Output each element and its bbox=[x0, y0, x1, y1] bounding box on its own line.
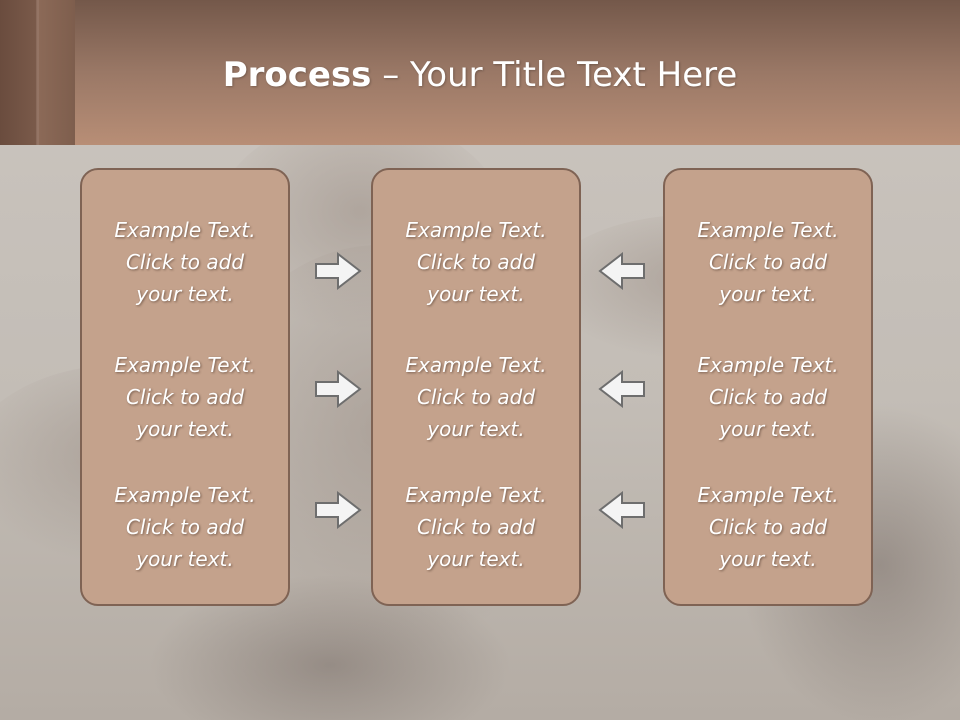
text-line: Click to add bbox=[416, 515, 536, 539]
box-text-block[interactable]: Example Text. Click to add your text. bbox=[373, 479, 579, 575]
box-text-block[interactable]: Example Text. Click to add your text. bbox=[373, 214, 579, 310]
text-line: Example Text. bbox=[697, 353, 839, 377]
text-line: Example Text. bbox=[405, 218, 547, 242]
text-line: Click to add bbox=[125, 515, 245, 539]
text-line: Click to add bbox=[708, 385, 828, 409]
title-rest: – Your Title Text Here bbox=[371, 55, 738, 95]
text-line: your text. bbox=[136, 282, 234, 306]
text-line: Example Text. bbox=[114, 353, 256, 377]
slide-title[interactable]: Process – Your Title Text Here bbox=[0, 50, 960, 100]
box-text-block[interactable]: Example Text. Click to add your text. bbox=[82, 349, 288, 445]
box-text-block[interactable]: Example Text. Click to add your text. bbox=[373, 349, 579, 445]
text-line: your text. bbox=[719, 417, 817, 441]
right-arrow-icon[interactable] bbox=[314, 252, 362, 290]
box-text-block[interactable]: Example Text. Click to add your text. bbox=[665, 214, 871, 310]
left-arrow-icon[interactable] bbox=[598, 252, 646, 290]
left-arrow-icon[interactable] bbox=[598, 370, 646, 408]
box-text-block[interactable]: Example Text. Click to add your text. bbox=[82, 214, 288, 310]
text-line: Example Text. bbox=[114, 218, 256, 242]
text-line: Example Text. bbox=[405, 483, 547, 507]
box-text-block[interactable]: Example Text. Click to add your text. bbox=[665, 479, 871, 575]
text-line: Click to add bbox=[416, 250, 536, 274]
text-line: your text. bbox=[427, 417, 525, 441]
text-line: your text. bbox=[136, 547, 234, 571]
text-line: Click to add bbox=[416, 385, 536, 409]
text-line: your text. bbox=[427, 547, 525, 571]
process-box-left[interactable]: Example Text. Click to add your text. Ex… bbox=[80, 168, 290, 606]
right-arrow-icon[interactable] bbox=[314, 370, 362, 408]
right-arrow-icon[interactable] bbox=[314, 491, 362, 529]
text-line: Example Text. bbox=[114, 483, 256, 507]
text-line: Click to add bbox=[708, 250, 828, 274]
process-box-center[interactable]: Example Text. Click to add your text. Ex… bbox=[371, 168, 581, 606]
text-line: your text. bbox=[719, 282, 817, 306]
header-accent-stripe bbox=[0, 0, 75, 145]
text-line: your text. bbox=[719, 547, 817, 571]
text-line: your text. bbox=[136, 417, 234, 441]
box-text-block[interactable]: Example Text. Click to add your text. bbox=[82, 479, 288, 575]
text-line: Example Text. bbox=[405, 353, 547, 377]
process-box-right[interactable]: Example Text. Click to add your text. Ex… bbox=[663, 168, 873, 606]
text-line: Example Text. bbox=[697, 218, 839, 242]
left-arrow-icon[interactable] bbox=[598, 491, 646, 529]
text-line: your text. bbox=[427, 282, 525, 306]
box-text-block[interactable]: Example Text. Click to add your text. bbox=[665, 349, 871, 445]
header-band bbox=[0, 0, 960, 145]
title-bold: Process bbox=[222, 55, 372, 95]
text-line: Example Text. bbox=[697, 483, 839, 507]
text-line: Click to add bbox=[708, 515, 828, 539]
text-line: Click to add bbox=[125, 250, 245, 274]
text-line: Click to add bbox=[125, 385, 245, 409]
